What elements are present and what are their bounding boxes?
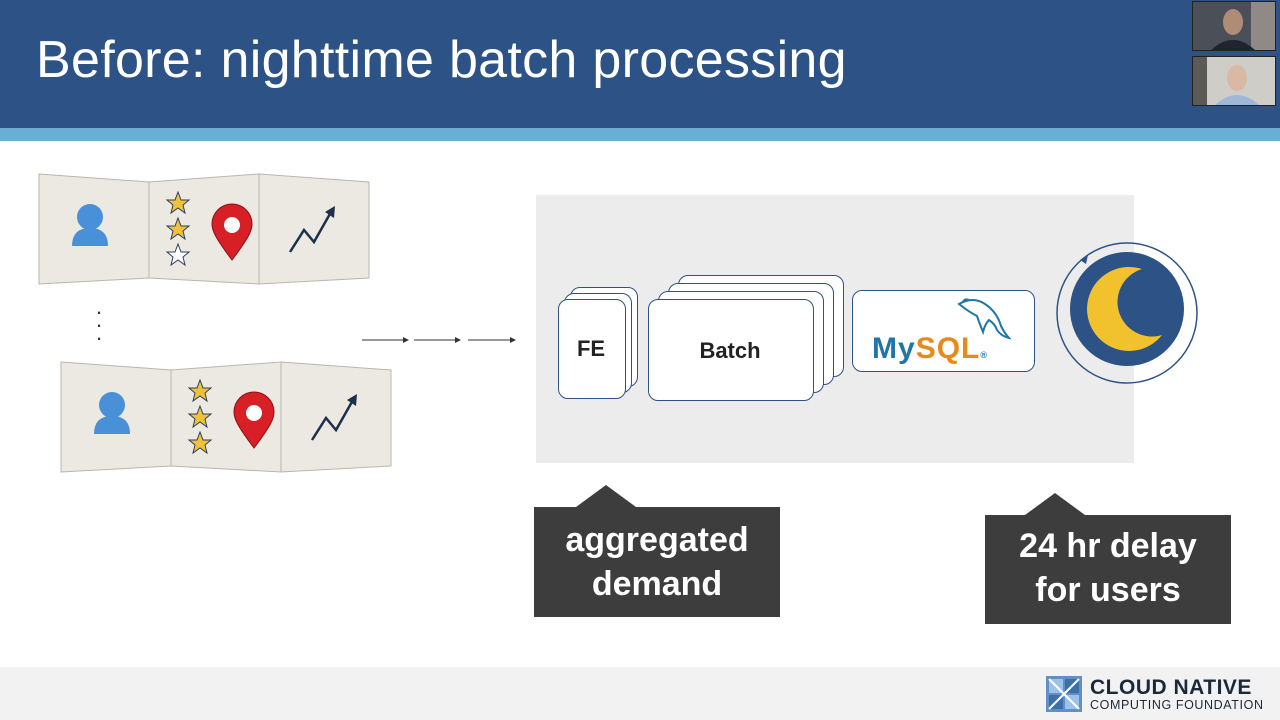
person-silhouette-icon xyxy=(1193,2,1275,50)
fe-card xyxy=(558,299,626,399)
more-users-ellipsis: ... xyxy=(96,294,103,345)
delay-text: 24 hr delay for users xyxy=(985,524,1231,612)
mysql-sql: SQL xyxy=(915,332,981,365)
delay-callout xyxy=(985,493,1231,624)
map-pin-icon xyxy=(233,391,275,449)
aggregated-demand-text: aggregated demand xyxy=(534,518,780,606)
mysql-my: My xyxy=(872,332,916,365)
slide-header xyxy=(0,0,1280,128)
batch-label: Batch xyxy=(699,338,761,363)
trend-arrow-icon xyxy=(310,394,357,441)
fe-label: FE xyxy=(576,336,606,361)
user-icon xyxy=(94,392,130,434)
map-pin-icon xyxy=(211,203,253,261)
person-silhouette-icon xyxy=(1193,57,1275,105)
star-icon xyxy=(187,378,213,455)
slide-footer xyxy=(0,667,1280,720)
batch-card xyxy=(648,299,814,401)
delay-line2: for users xyxy=(1035,571,1181,609)
webcam-thumbnail-1[interactable] xyxy=(1192,1,1276,51)
dolphin-icon xyxy=(957,298,1011,340)
mysql-registered-mark: ® xyxy=(980,350,988,360)
star-icon xyxy=(165,190,191,267)
webcam-thumbnail-2[interactable] xyxy=(1192,56,1276,106)
header-stripe xyxy=(0,128,1280,141)
mysql-logo-text: MySQL® xyxy=(872,332,988,366)
cncf-logo-icon xyxy=(1046,676,1082,712)
user-icon xyxy=(72,204,108,246)
moon-icon xyxy=(1056,242,1198,384)
user-activity-panel-1 xyxy=(38,173,370,285)
aggregated-demand-callout xyxy=(534,485,780,617)
delay-line1: 24 hr delay xyxy=(1019,527,1197,565)
trend-arrow-icon xyxy=(288,206,335,253)
flow-arrows xyxy=(362,337,516,343)
user-activity-panel-2 xyxy=(60,361,392,473)
slide-title: Before: nighttime batch processing xyxy=(36,31,847,89)
cncf-name-line1: CLOUD NATIVE xyxy=(1090,676,1252,699)
aggregated-demand-line2: demand xyxy=(591,565,723,603)
cncf-name-line2: COMPUTING FOUNDATION xyxy=(1090,698,1264,712)
aggregated-demand-line1: aggregated xyxy=(565,521,749,559)
